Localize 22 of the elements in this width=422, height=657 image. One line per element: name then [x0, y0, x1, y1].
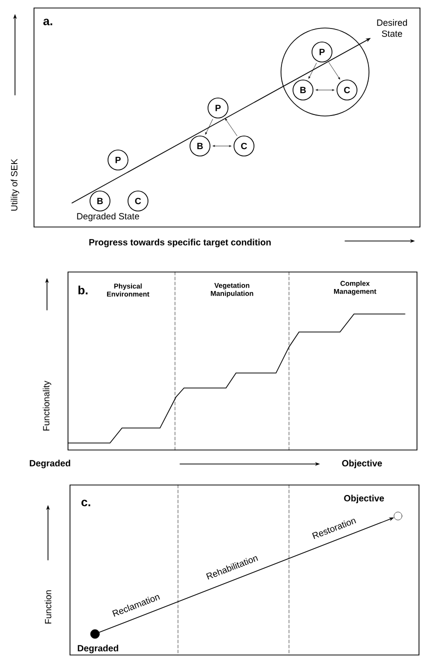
axis-end-label: Objective: [342, 460, 382, 468]
axis-end-label: Degraded: [30, 460, 70, 468]
axis-title: Utility of SEK: [10, 158, 20, 211]
point-label: Objective: [344, 494, 384, 504]
panel-letter: a.: [43, 18, 52, 26]
end-point: [394, 512, 402, 520]
state-label: Desired State: [377, 19, 407, 37]
state-label: Degraded State: [77, 212, 140, 222]
panel-letter: b.: [78, 286, 88, 294]
arrow: [328, 62, 340, 80]
arrow: [316, 89, 334, 91]
grouping-circle: [280, 28, 370, 116]
axis-title: Function: [44, 590, 52, 624]
arrow: [205, 119, 213, 134]
point-label: Degraded: [78, 644, 118, 654]
start-point: [90, 629, 100, 639]
arrow: [225, 118, 238, 136]
arrow: [308, 62, 317, 79]
axis-title: Functionality: [42, 380, 52, 431]
axis-title: Progress towards specific target condition: [89, 238, 271, 248]
panel-letter: c.: [81, 500, 90, 506]
arrow: [212, 145, 232, 147]
